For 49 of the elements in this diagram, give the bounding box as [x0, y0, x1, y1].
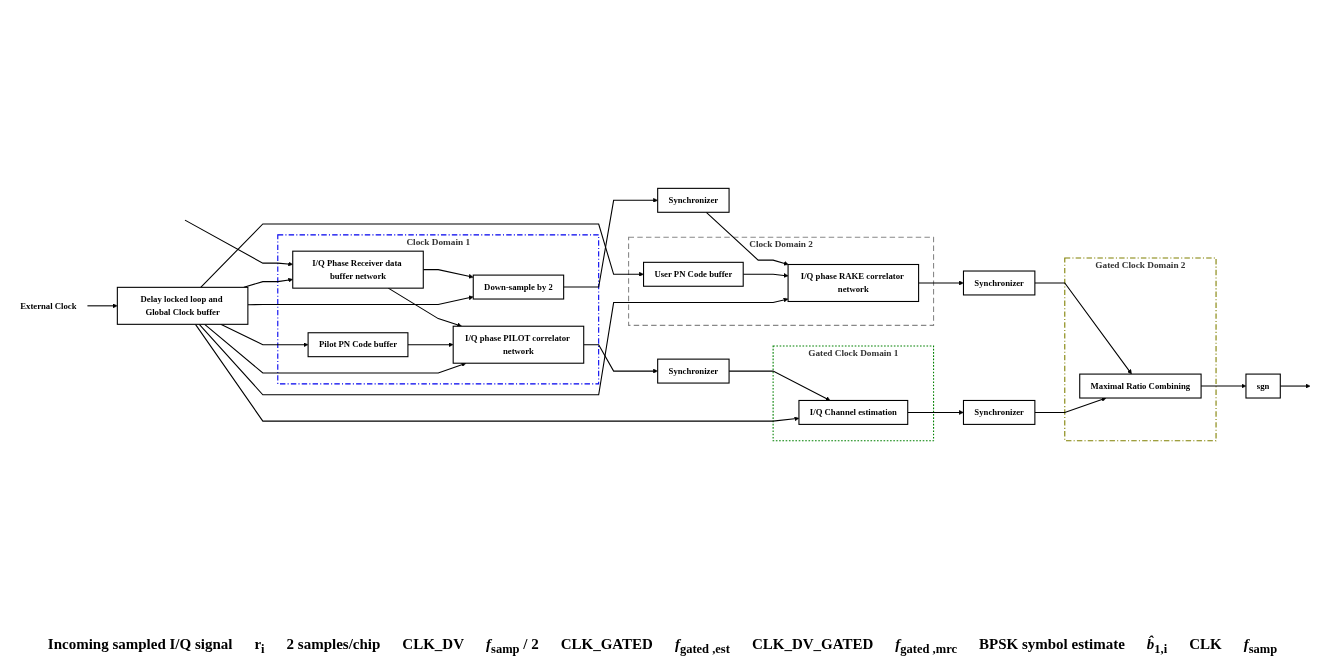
arrow [1034, 282, 1132, 375]
process-box: Synchronizer [962, 400, 1036, 426]
signal-label: CLK_DV_GATED [751, 636, 874, 654]
signal-label: r$_{i}$ [254, 636, 265, 657]
arrow [907, 410, 964, 416]
process-box: Synchronizer [657, 359, 730, 385]
process-box: Down-sample by 2 [472, 275, 565, 301]
arrow [198, 298, 789, 396]
arrow [243, 278, 293, 289]
process-box: I/Q phase RAKE correlator network [787, 264, 920, 303]
domain-title: Clock Domain 1 [406, 236, 471, 248]
signal-label: CLK_GATED [560, 636, 653, 654]
signal-label: b̂$_{1,i}$ [1146, 636, 1168, 657]
domain-title: Clock Domain 2 [749, 239, 813, 250]
process-box: Synchronizer [657, 188, 730, 214]
signal-label: Incoming sampled I/Q signal [47, 636, 233, 654]
process-box: I/Q Channel estimation [798, 400, 909, 426]
arrow [220, 324, 309, 348]
domain-title: Gated Clock Domain 1 [808, 348, 899, 359]
signal-label: f$_{gated ,est}$ [674, 636, 730, 657]
process-box: Synchronizer [962, 270, 1036, 296]
arrow [1034, 397, 1107, 414]
process-box: sgn [1245, 374, 1281, 400]
arrow [563, 198, 658, 289]
process-box: Maximal Ratio Combining [1079, 374, 1202, 400]
signal-label: f$_{samp}$ / 2 [486, 636, 539, 657]
process-box: Delay locked loop and Global Clock buffer [116, 287, 249, 326]
process-box: I/Q phase PILOT correlator network [452, 326, 585, 365]
signal-label: CLK_DV [402, 636, 464, 654]
signal-label: 2 samples/chip [286, 636, 381, 654]
input-label: External Clock [20, 301, 77, 311]
arrow [918, 281, 964, 286]
arrow [86, 303, 118, 309]
arrow [247, 295, 474, 306]
arrow [387, 288, 462, 328]
arrow [200, 223, 644, 289]
arrow [705, 212, 789, 267]
signal-label: f$_{samp}$ [1243, 636, 1278, 657]
process-box: I/Q Phase Receiver data buffer network [292, 251, 424, 290]
process-box: User PN Code buffer [643, 262, 744, 288]
arrow [407, 342, 454, 348]
signal-label: CLK [1189, 636, 1222, 654]
arrow [583, 344, 658, 374]
arrow [184, 220, 293, 267]
domain-title: Gated Clock Domain 2 [1095, 260, 1186, 271]
signal-label: f$_{gated ,mrc}$ [895, 636, 957, 657]
signal-label: BPSK symbol estimate [979, 636, 1125, 654]
process-box: Pilot PN Code buffer [307, 332, 409, 358]
arrow [204, 324, 467, 374]
